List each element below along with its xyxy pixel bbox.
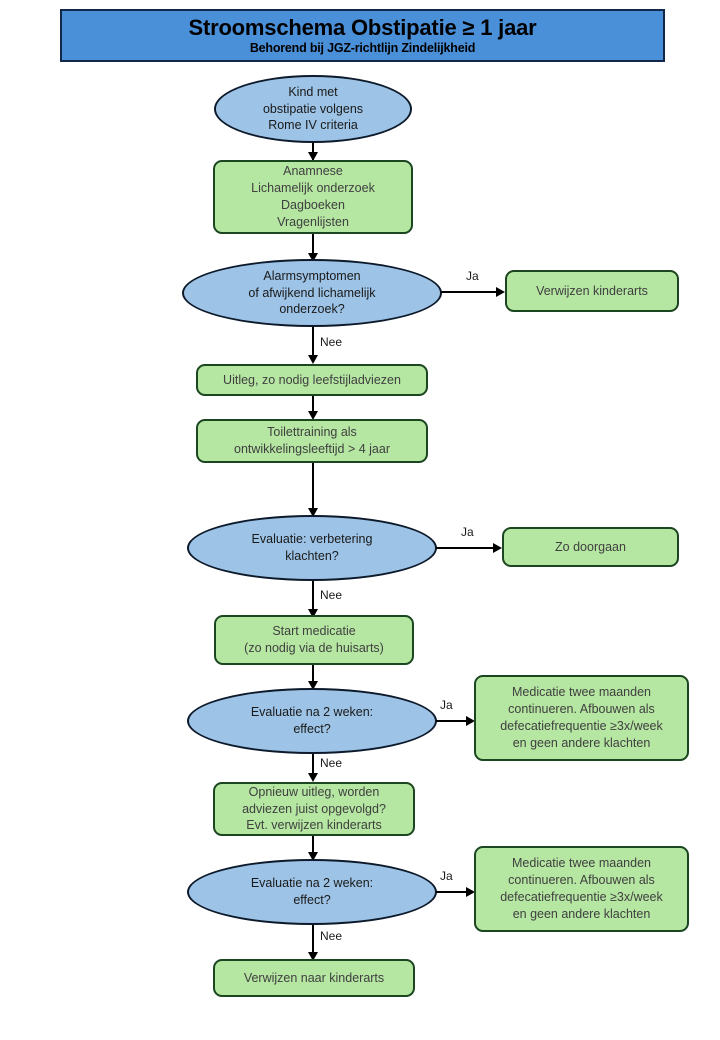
arrowhead-alarm-nee <box>307 355 318 364</box>
node-uitleg-label: Uitleg, zo nodig leefstijladviezen <box>223 372 401 387</box>
node-anamnese[interactable]: Anamnese Lichamelijk onderzoek Dagboeken… <box>213 160 413 234</box>
node-medicatie-continueren-2[interactable]: Medicatie twee maanden continueren. Afbo… <box>474 846 689 932</box>
node-alarmsymptomen-label: Alarmsymptomen of afwijkend lichamelijk … <box>248 268 376 317</box>
edge-alarm-nee <box>312 327 314 358</box>
edge-label-alarm-ja: Ja <box>466 269 479 283</box>
arrowhead-eval2-nee <box>307 952 318 961</box>
title-banner: Stroomschema Obstipatie ≥ 1 jaar Behoren… <box>60 9 665 62</box>
node-verwijzen-kinderarts-2[interactable]: Verwijzen naar kinderarts <box>213 959 415 997</box>
arrowhead-eval1-ja <box>466 715 475 726</box>
node-verwijzen-kinderarts-2-label: Verwijzen naar kinderarts <box>243 970 385 985</box>
arrowhead-uitleg-to-toilettraining <box>307 411 318 420</box>
arrowhead-alarm-ja <box>496 286 505 297</box>
node-opnieuw-uitleg[interactable]: Opnieuw uitleg, worden adviezen juist op… <box>213 782 415 836</box>
node-medicatie-continueren-2-label: Medicatie twee maanden continueren. Afbo… <box>500 856 663 921</box>
node-start-label: Kind met obstipatie volgens Rome IV crit… <box>262 84 364 133</box>
edge-toilettraining-to-evaluatie <box>312 463 314 513</box>
node-toilettraining-label: Toilettraining als ontwikkelingsleeftijd… <box>234 425 390 456</box>
edge-label-eval2-ja: Ja <box>440 869 453 883</box>
node-zo-doorgaan-label: Zo doorgaan <box>555 539 626 554</box>
node-medicatie-continueren-1[interactable]: Medicatie twee maanden continueren. Afbo… <box>474 675 689 761</box>
node-toilettraining[interactable]: Toilettraining als ontwikkelingsleeftijd… <box>196 419 428 463</box>
arrowhead-anamnese-to-alarm <box>307 253 318 262</box>
node-alarmsymptomen[interactable]: Alarmsymptomen of afwijkend lichamelijk … <box>182 259 442 327</box>
edge-opnieuw-to-eval2 <box>312 836 314 859</box>
arrowhead-medicatie-to-eval1 <box>307 681 318 690</box>
edge-eval2-nee <box>312 925 314 958</box>
node-opnieuw-uitleg-label: Opnieuw uitleg, worden adviezen juist op… <box>242 784 386 833</box>
node-evaluatie-2weken-1[interactable]: Evaluatie na 2 weken: effect? <box>187 688 437 754</box>
node-medicatie-continueren-1-label: Medicatie twee maanden continueren. Afbo… <box>500 685 663 750</box>
edge-uitleg-to-toilettraining <box>312 396 314 418</box>
page-subtitle: Behorend bij JGZ-richtlijn Zindelijkheid <box>249 40 476 55</box>
node-evaluatie-2weken-2-label: Evaluatie na 2 weken: effect? <box>250 876 374 907</box>
node-evaluatie-2weken-2[interactable]: Evaluatie na 2 weken: effect? <box>187 859 437 925</box>
edge-label-eval1-nee: Nee <box>320 756 343 770</box>
page-title: Stroomschema Obstipatie ≥ 1 jaar <box>188 14 537 40</box>
node-anamnese-label: Anamnese Lichamelijk onderzoek Dagboeken… <box>251 164 375 229</box>
edge-medicatie-to-eval1 <box>312 665 314 688</box>
node-verwijzen-kinderarts-1[interactable]: Verwijzen kinderarts <box>505 270 679 312</box>
node-evaluatie-verbetering[interactable]: Evaluatie: verbetering klachten? <box>187 515 437 581</box>
arrowhead-eval1-nee <box>307 773 318 782</box>
edge-eval1-ja <box>436 720 471 722</box>
arrowhead-opnieuw-to-eval2 <box>307 852 318 861</box>
arrowhead-start-to-anamnese <box>307 152 318 161</box>
edge-eval2-ja <box>436 891 471 893</box>
edge-anamnese-to-alarm <box>312 234 314 260</box>
arrowhead-verbetering-nee <box>307 609 318 618</box>
edge-alarm-ja <box>441 291 501 293</box>
edge-label-alarm-nee: Nee <box>320 335 343 349</box>
edge-verbetering-ja <box>436 547 498 549</box>
node-start-medicatie-label: Start medicatie (zo nodig via de huisart… <box>244 624 384 655</box>
arrowhead-toilettraining-to-evaluatie <box>307 508 318 517</box>
node-start[interactable]: Kind met obstipatie volgens Rome IV crit… <box>214 75 412 143</box>
edge-label-eval2-nee: Nee <box>320 929 343 943</box>
edge-label-verbetering-ja: Ja <box>461 525 474 539</box>
edge-eval1-nee <box>312 754 314 778</box>
node-start-medicatie[interactable]: Start medicatie (zo nodig via de huisart… <box>214 615 414 665</box>
edge-verbetering-nee <box>312 581 314 615</box>
node-evaluatie-2weken-1-label: Evaluatie na 2 weken: effect? <box>250 705 374 736</box>
node-uitleg[interactable]: Uitleg, zo nodig leefstijladviezen <box>196 364 428 396</box>
arrowhead-eval2-ja <box>466 886 475 897</box>
edge-label-verbetering-nee: Nee <box>320 588 343 602</box>
node-zo-doorgaan[interactable]: Zo doorgaan <box>502 527 679 567</box>
node-verwijzen-kinderarts-1-label: Verwijzen kinderarts <box>536 283 648 298</box>
edge-label-eval1-ja: Ja <box>440 698 453 712</box>
node-evaluatie-verbetering-label: Evaluatie: verbetering klachten? <box>251 532 373 563</box>
arrowhead-verbetering-ja <box>493 542 502 553</box>
